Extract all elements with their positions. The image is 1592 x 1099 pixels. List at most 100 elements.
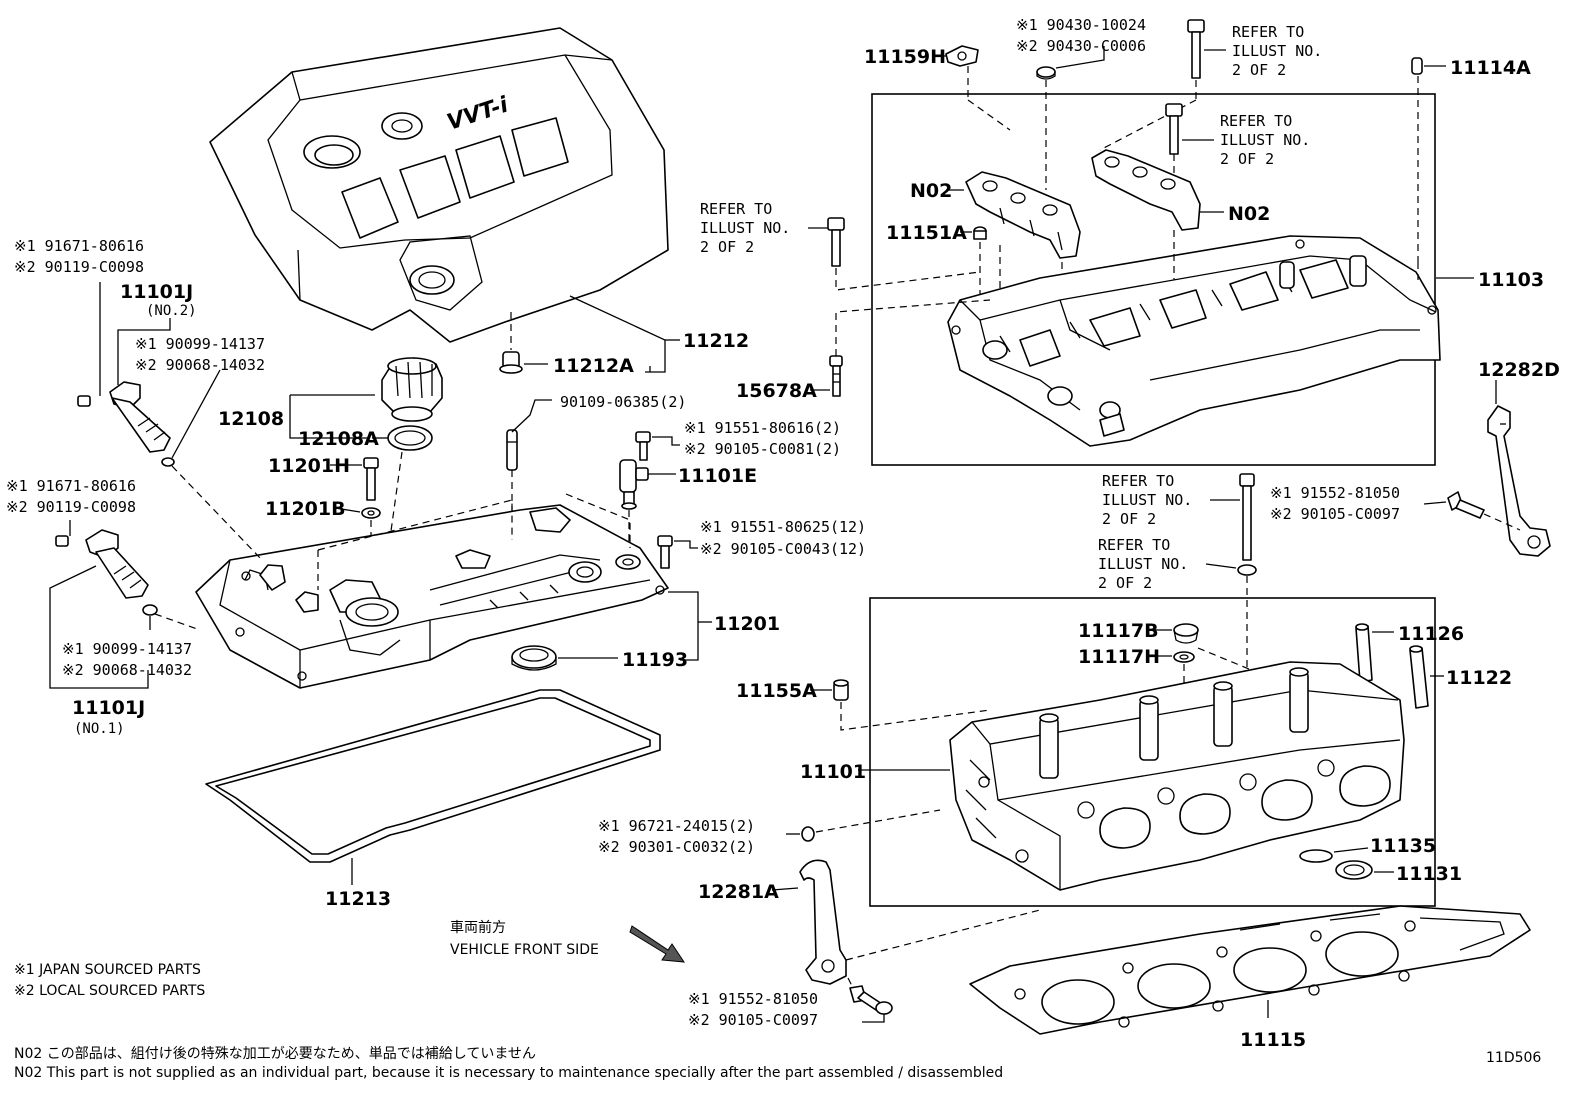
note-oring-top-2: ※2 90068-14032 xyxy=(135,356,265,374)
note-cover-bolt-2: ※2 90105-C0043(12) xyxy=(700,540,866,558)
bracket-11159h-part xyxy=(945,45,979,67)
refer-inner-2: ILLUST NO. xyxy=(1220,131,1310,149)
note-washer-2: ※2 90430-C0006 xyxy=(1016,37,1146,55)
label-11213: 11213 xyxy=(325,888,391,910)
bearing-cap-right-part xyxy=(1091,149,1201,231)
footnote-jp: N02 この部品は、組付け後の特殊な加工が必要なため、単品では補給していません xyxy=(14,1046,536,1062)
label-11201h: 11201H xyxy=(268,455,350,477)
bolt-11201h-part xyxy=(363,457,379,501)
figure-code: 11D506 xyxy=(1486,1050,1541,1066)
label-11114a: 11114A xyxy=(1450,57,1531,79)
valve-guide-11122-part xyxy=(1409,645,1429,709)
engine-hanger-12281a-part xyxy=(799,859,847,985)
refer-left-2: ILLUST NO. xyxy=(700,219,790,237)
note-gasket-2: ※2 90301-C0032(2) xyxy=(598,838,755,856)
label-12282d: 12282D xyxy=(1478,359,1560,381)
valve-guide-11126-part xyxy=(1355,623,1373,683)
front-arrow-icon xyxy=(629,925,685,963)
note-oring-bot-1: ※1 90099-14137 xyxy=(62,640,192,658)
label-11101e: 11101E xyxy=(678,465,757,487)
refer-top-3: 2 OF 2 xyxy=(1232,61,1286,79)
note-vvt-bolt-2: ※2 90119-C0098 xyxy=(14,258,144,276)
cam-position-sensor-part xyxy=(619,459,649,510)
head-gasket-part xyxy=(969,905,1531,1035)
label-11126: 11126 xyxy=(1398,623,1464,645)
refer-inner-1: REFER TO xyxy=(1220,112,1292,130)
plug-seal-11193-part xyxy=(511,645,557,671)
washer-90430-part xyxy=(1036,66,1056,80)
note-oring-bot-2: ※2 90068-14032 xyxy=(62,661,192,679)
stud-part xyxy=(506,429,518,471)
note-vvt-bolt-b2: ※2 90119-C0098 xyxy=(6,498,136,516)
note-hanger-bolt-2: ※2 90105-C0097 xyxy=(1270,505,1400,523)
label-11117h: 11117H xyxy=(1078,646,1160,668)
footnote-en: N02 This part is not supplied as an indi… xyxy=(14,1065,1003,1081)
refer-low-1: REFER TO xyxy=(1098,536,1170,554)
engine-cover-part: VVT-i xyxy=(209,27,669,343)
sensor-bolt-part xyxy=(635,431,651,461)
label-11115: 11115 xyxy=(1240,1029,1306,1051)
label-no2: (NO.2) xyxy=(146,303,197,319)
label-11101j-no2: 11101J xyxy=(120,281,193,303)
cylinder-head-part xyxy=(949,661,1405,891)
label-12108a: 12108A xyxy=(298,428,379,450)
label-11201b: 11201B xyxy=(265,498,346,520)
gasket-11131-part xyxy=(1335,860,1373,880)
note-oring-top-1: ※1 90099-14137 xyxy=(135,335,265,353)
bearing-cap-left-part xyxy=(965,171,1081,259)
refer-mid-3: 2 OF 2 xyxy=(1102,510,1156,528)
inner-bolt-part xyxy=(1165,103,1183,155)
label-15678a: 15678A xyxy=(736,380,817,402)
head-bolt-part xyxy=(1237,473,1257,576)
note-vvt-bolt-b1: ※1 91671-80616 xyxy=(6,477,136,495)
hanger2-bolt-part xyxy=(849,985,893,1015)
note-gasket-1: ※1 96721-24015(2) xyxy=(598,817,755,835)
label-11117b: 11117B xyxy=(1078,620,1159,642)
head-cover-gasket-part xyxy=(205,689,661,863)
note-vvt-bolt-1: ※1 91671-80616 xyxy=(14,237,144,255)
gasket-11135-part xyxy=(1299,849,1333,863)
refer-mid-2: ILLUST NO. xyxy=(1102,491,1192,509)
ocv-no2-part xyxy=(77,381,175,467)
refer-left-3: 2 OF 2 xyxy=(700,238,754,256)
hanger-bolt-part xyxy=(1447,491,1485,519)
legend-local: ※2 LOCAL SOURCED PARTS xyxy=(14,983,205,999)
cylinder-head-cover-part xyxy=(195,504,669,689)
label-11212a: 11212A xyxy=(553,355,634,377)
dowel-11114a-part xyxy=(1411,57,1423,75)
label-11103: 11103 xyxy=(1478,269,1544,291)
label-11131: 11131 xyxy=(1396,863,1462,885)
note-washer-1: ※1 90430-10024 xyxy=(1016,16,1146,34)
refer-low-2: ILLUST NO. xyxy=(1098,555,1188,573)
engine-hanger-12282d-part xyxy=(1487,405,1551,557)
refer-top-1: REFER TO xyxy=(1232,23,1304,41)
refer-top-2: ILLUST NO. xyxy=(1232,42,1322,60)
long-bolt-top-part xyxy=(1187,19,1205,79)
cylinder-head-frame xyxy=(869,597,1436,907)
label-11201: 11201 xyxy=(714,613,780,635)
dowel-11155a-part xyxy=(833,679,849,701)
refer-low-3: 2 OF 2 xyxy=(1098,574,1152,592)
legend-japan: ※1 JAPAN SOURCED PARTS xyxy=(14,962,201,978)
note-sensor-bolt-2: ※2 90105-C0081(2) xyxy=(684,440,841,458)
seat-11117h-part xyxy=(1173,651,1195,663)
label-11101j-no1: 11101J xyxy=(72,697,145,719)
label-n02-left: N02 xyxy=(910,180,952,202)
refer-left-1: REFER TO xyxy=(700,200,772,218)
refer-inner-3: 2 OF 2 xyxy=(1220,150,1274,168)
retainer-11117b-part xyxy=(1173,623,1199,644)
note-sensor-bolt-1: ※1 91551-80616(2) xyxy=(684,419,841,437)
refer-mid-1: REFER TO xyxy=(1102,472,1174,490)
note-stud: 90109-06385(2) xyxy=(560,393,686,411)
oil-filler-cap-part xyxy=(381,357,443,422)
label-11155a: 11155A xyxy=(736,680,817,702)
label-no1: (NO.1) xyxy=(74,721,125,737)
dowel-11151a-part xyxy=(973,226,987,240)
refer-bolt-left-part xyxy=(827,217,845,267)
label-11193: 11193 xyxy=(622,649,688,671)
label-12108: 12108 xyxy=(218,408,284,430)
label-11212: 11212 xyxy=(683,330,749,352)
camshaft-housing-frame xyxy=(871,93,1436,466)
note-hanger2-bolt-1: ※1 91552-81050 xyxy=(688,990,818,1008)
